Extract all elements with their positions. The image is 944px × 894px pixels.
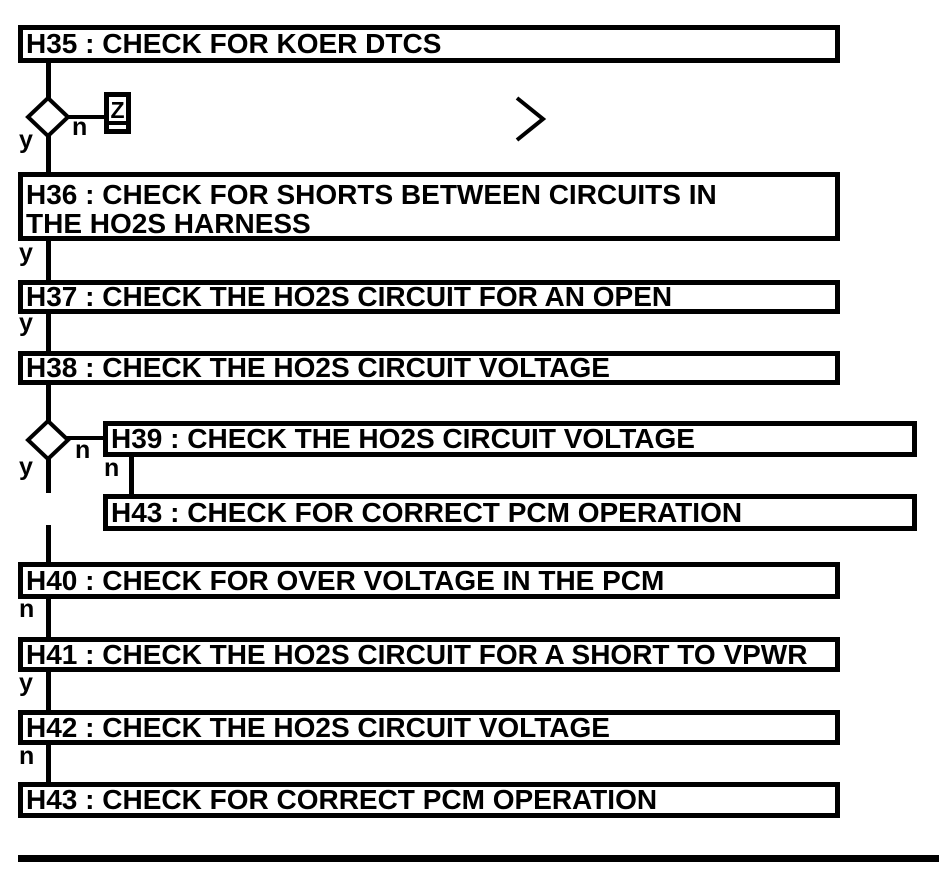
flow-line-vertical: [46, 599, 51, 638]
step-box-h42: H42 : CHECK THE HO2S CIRCUIT VOLTAGE: [18, 710, 840, 745]
branch-label-no: n: [72, 113, 88, 141]
branch-label-yes: y: [19, 453, 33, 481]
step-label: H43 : CHECK FOR CORRECT PCM OPERATION: [26, 784, 658, 816]
flow-line-vertical: [46, 63, 51, 99]
step-label: H43 : CHECK FOR CORRECT PCM OPERATION: [111, 496, 743, 528]
flow-line-vertical: [46, 135, 51, 173]
flow-line-vertical: [46, 314, 51, 352]
connector-z-label: Z: [109, 97, 126, 125]
branch-label-yes: y: [19, 309, 33, 337]
step-box-h35: H35 : CHECK FOR KOER DTCS: [18, 25, 840, 63]
continuation-chevron-icon: [515, 96, 547, 142]
flow-line-vertical: [129, 457, 134, 495]
flow-line-vertical: [46, 672, 51, 711]
flow-line-vertical: [46, 458, 51, 493]
flow-line-vertical: [46, 385, 51, 422]
step-box-h43-lower: H43 : CHECK FOR CORRECT PCM OPERATION: [18, 782, 840, 818]
flow-line-horizontal: [66, 115, 105, 119]
step-label: H38 : CHECK THE HO2S CIRCUIT VOLTAGE: [26, 352, 610, 384]
step-box-h36: H36 : CHECK FOR SHORTS BETWEEN CIRCUITS …: [18, 172, 840, 241]
step-label: H37 : CHECK THE HO2S CIRCUIT FOR AN OPEN: [26, 281, 673, 313]
step-label: H41 : CHECK THE HO2S CIRCUIT FOR A SHORT…: [26, 638, 808, 670]
step-box-h39: H39 : CHECK THE HO2S CIRCUIT VOLTAGE: [103, 421, 917, 457]
step-label: H35 : CHECK FOR KOER DTCS: [26, 28, 442, 60]
branch-label-yes: y: [19, 239, 33, 267]
step-label: H40 : CHECK FOR OVER VOLTAGE IN THE PCM: [26, 564, 665, 596]
branch-label-no: n: [104, 454, 120, 482]
branch-label-yes: y: [19, 669, 33, 697]
decision-diamond-icon: [25, 95, 71, 139]
connector-z-box: Z: [104, 92, 131, 134]
step-label: H39 : CHECK THE HO2S CIRCUIT VOLTAGE: [111, 423, 695, 455]
branch-label-no: n: [75, 436, 91, 464]
step-box-h41: H41 : CHECK THE HO2S CIRCUIT FOR A SHORT…: [18, 637, 840, 672]
flow-line-horizontal: [66, 436, 104, 440]
step-box-h40: H40 : CHECK FOR OVER VOLTAGE IN THE PCM: [18, 562, 840, 599]
flow-line-vertical: [46, 241, 51, 281]
branch-label-yes: y: [19, 126, 33, 154]
step-box-h43-upper: H43 : CHECK FOR CORRECT PCM OPERATION: [103, 494, 917, 531]
branch-label-no: n: [19, 595, 35, 623]
step-box-h37: H37 : CHECK THE HO2S CIRCUIT FOR AN OPEN: [18, 280, 840, 314]
flow-line-vertical: [46, 525, 51, 563]
branch-label-no: n: [19, 742, 35, 770]
decision-diamond-icon: [25, 418, 71, 462]
step-box-h38: H38 : CHECK THE HO2S CIRCUIT VOLTAGE: [18, 351, 840, 385]
step-label: H42 : CHECK THE HO2S CIRCUIT VOLTAGE: [26, 711, 610, 743]
step-label: H36 : CHECK FOR SHORTS BETWEEN CIRCUITS …: [26, 179, 717, 240]
bottom-divider: [18, 855, 939, 862]
flow-line-vertical: [46, 745, 51, 783]
